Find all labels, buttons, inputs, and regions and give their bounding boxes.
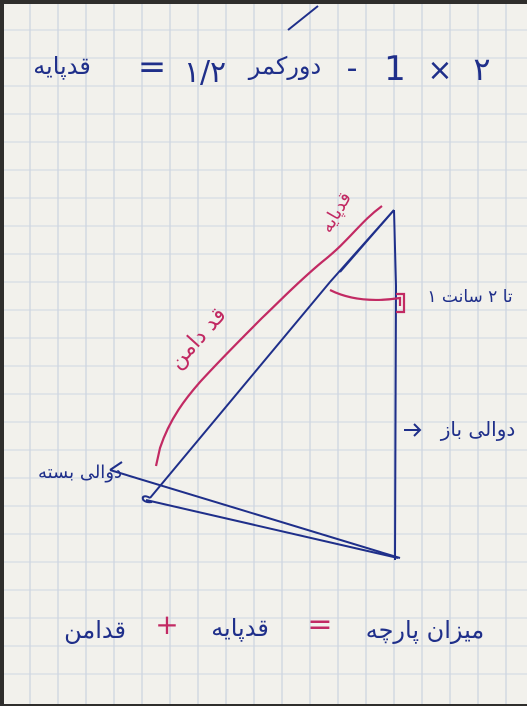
daman-squiggle [154, 205, 383, 467]
outer-base-line [109, 469, 401, 559]
base-tick [109, 461, 123, 471]
measure-side-label: ۱ تا ۲ سانت [427, 287, 513, 307]
bottom-plus: + [155, 608, 178, 641]
formula-two: ۲ [473, 50, 490, 88]
paper [4, 4, 527, 704]
cone-diagram [109, 209, 422, 561]
arrow-mark [404, 423, 422, 437]
formula-equals: = [138, 47, 167, 87]
stray-stroke [287, 5, 319, 31]
grid-horizontal [4, 29, 527, 675]
bottom-equals: = [307, 607, 332, 642]
loop-mark [141, 495, 153, 504]
formula-fraction: ۱/۲ [184, 55, 226, 90]
open-wall-label: دوالی باز [440, 417, 516, 441]
small-arc [329, 289, 402, 306]
formula-one: 1 [384, 49, 406, 89]
blue-labels: ۱ تا ۲ سانت دوالی باز دوالی بسته [38, 287, 515, 483]
bracket [396, 292, 406, 314]
top-formula: قدپایه = ۱/۲ دورکمر - 1 × ۲ [33, 47, 490, 90]
inner-slant [339, 209, 395, 273]
pink-annotations [154, 205, 406, 467]
bottom-formula: قدامن + قدپایه = میزان پارچه [64, 607, 484, 644]
base-line [145, 499, 399, 559]
bottom-result: میزان پارچه [366, 616, 485, 644]
formula-minus: - [347, 51, 358, 86]
formula-word: دورکمر [248, 52, 321, 80]
closed-wall-label: دوالی بسته [38, 462, 122, 483]
formula-times: × [427, 53, 452, 88]
bottom-b: قدپایه [211, 614, 269, 642]
grid-vertical [29, 4, 507, 704]
vertical-line [393, 209, 398, 561]
bottom-a: قدامن [64, 616, 126, 644]
formula-lhs: قدپایه [33, 52, 91, 80]
